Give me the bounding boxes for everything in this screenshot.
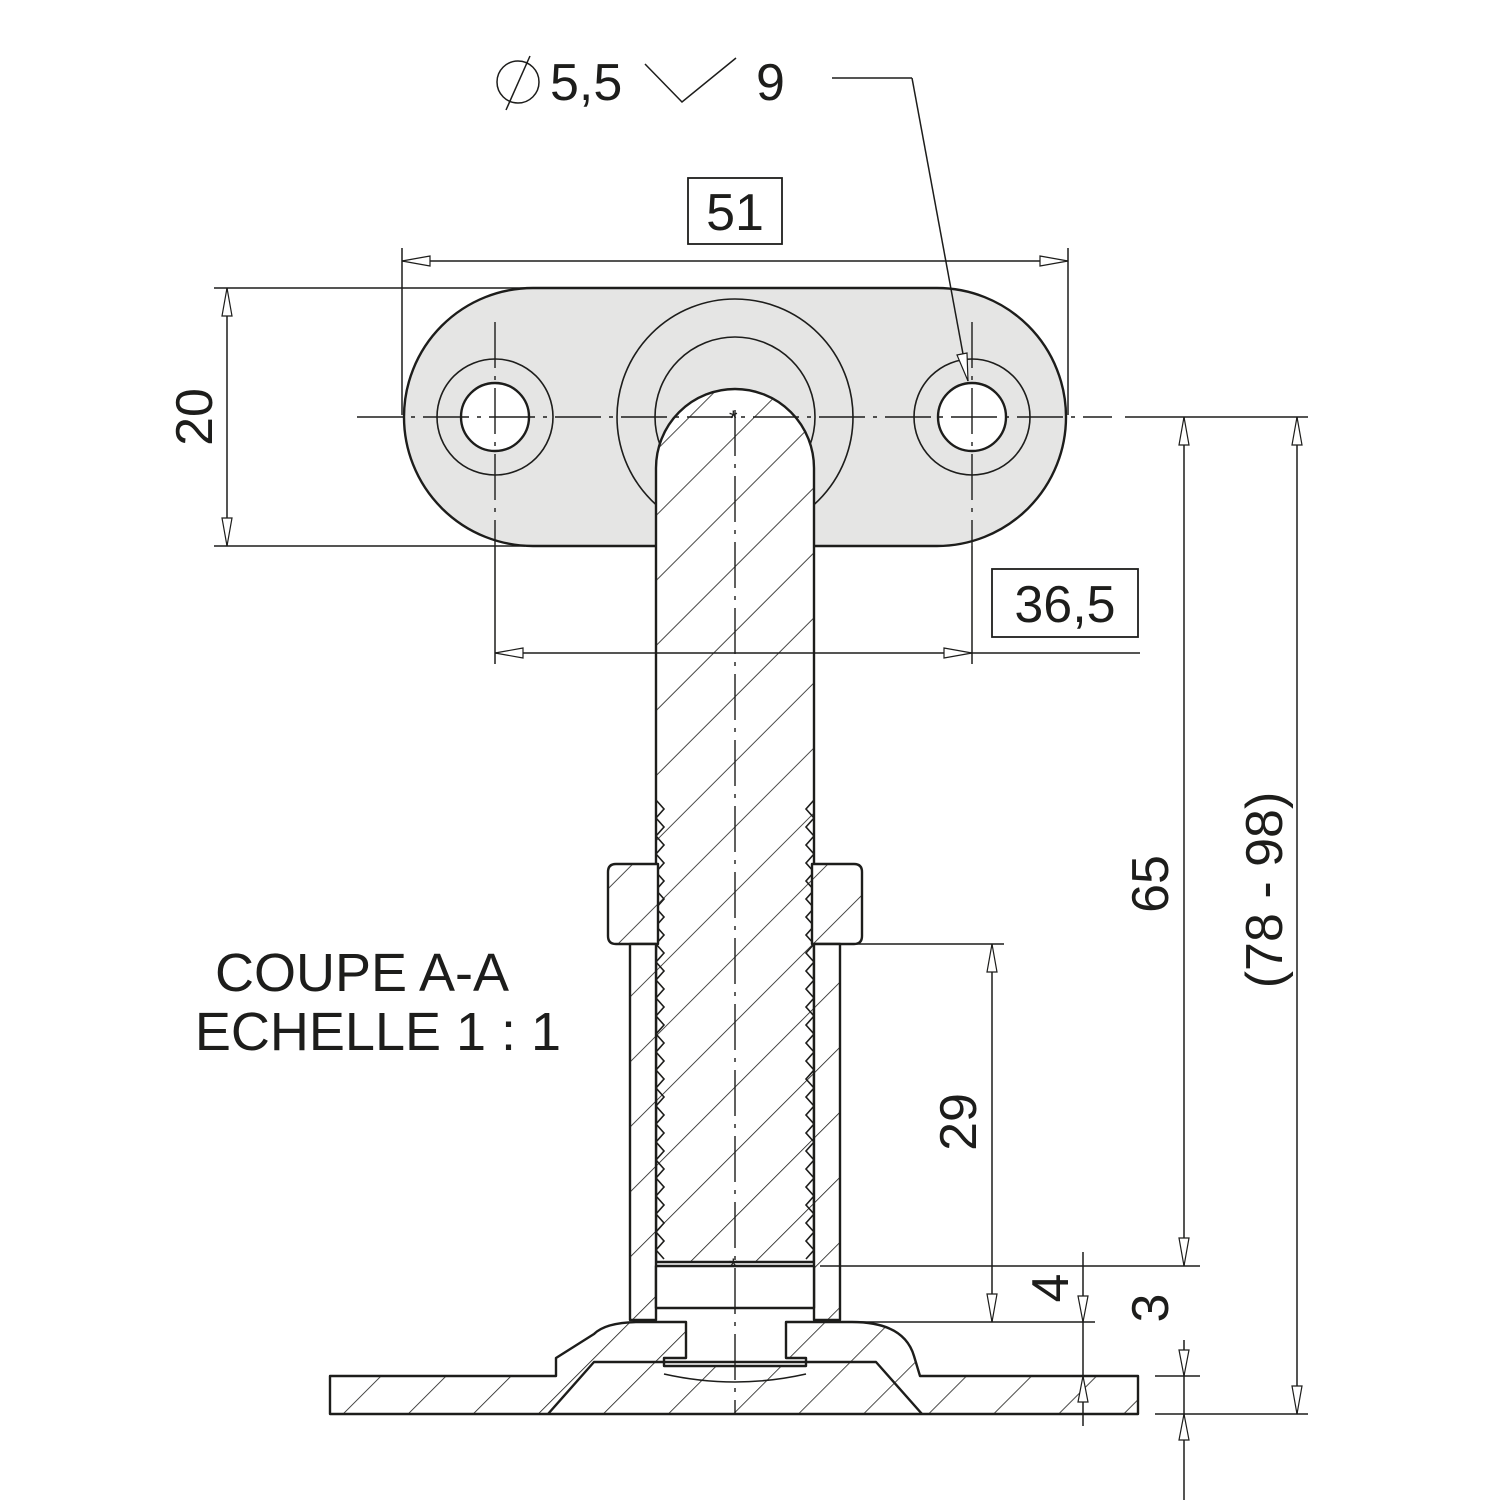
dim-hole-spacing-box (991, 568, 1139, 638)
foot-base (328, 1320, 1140, 1416)
centre-mark-top: * (729, 406, 738, 431)
hole-spec: 5,5 9 (496, 54, 785, 112)
dim-overall-length (401, 248, 1069, 415)
lock-nut (606, 862, 864, 946)
diameter-icon (496, 55, 540, 111)
dim-plate-width-text: 20 (166, 388, 224, 446)
dim-hole-spacing (494, 546, 1140, 664)
dim-height-range (1155, 416, 1308, 1415)
dim-hole-spacing-text: 36,5 (1014, 576, 1115, 634)
hole-diameter-text: 5,5 (550, 54, 622, 112)
sleeve (628, 942, 842, 1322)
dim-overall-length-text: 51 (706, 184, 764, 242)
dim-height (820, 416, 1200, 1267)
dim-height-text: 65 (1122, 855, 1180, 913)
dim-height-range-text: (78 - 98) (1236, 792, 1294, 989)
countersink-text: 9 (756, 54, 785, 112)
dim-plate-width (214, 287, 525, 547)
hole-callout-leader (832, 77, 969, 382)
countersink-icon (644, 57, 737, 104)
dim-thread-length-text: 29 (930, 1093, 988, 1151)
dim-gap-text: 4 (1022, 1274, 1080, 1303)
thread-right (804, 799, 816, 1260)
thread-left (654, 799, 666, 1260)
dim-gap (1072, 1252, 1100, 1426)
centre-mark-bottom: * (729, 1254, 738, 1279)
dim-overall-length-box (687, 177, 783, 245)
scale-note: ECHELLE 1 : 1 (195, 1002, 561, 1062)
dim-base-thickness (1155, 1340, 1200, 1500)
dim-thread-length (848, 943, 1095, 1323)
dim-base-thickness-text: 3 (1122, 1294, 1180, 1323)
section-title: COUPE A-A (215, 943, 509, 1003)
